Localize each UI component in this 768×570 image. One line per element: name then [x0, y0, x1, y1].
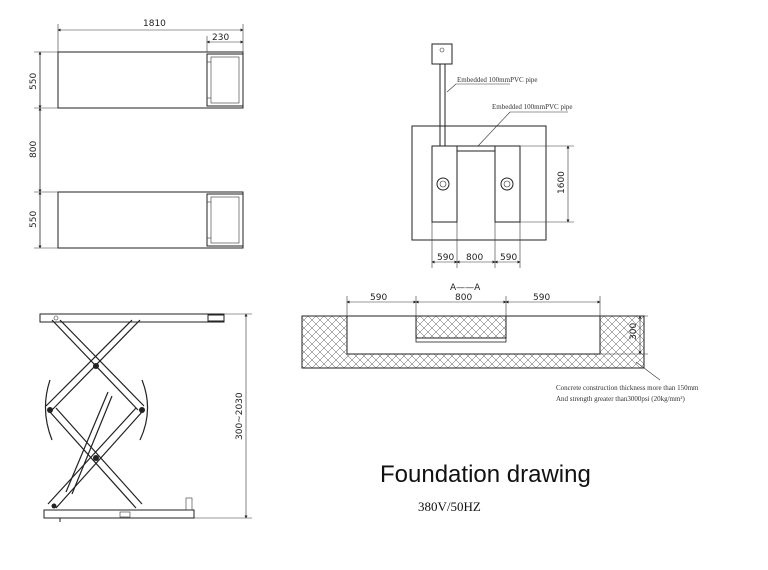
dim-overall-length: 1810: [143, 19, 166, 29]
section-depth: 300: [629, 323, 639, 340]
section-dim-mid: 800: [455, 293, 472, 303]
dim-platform-width-1: 550: [29, 73, 39, 90]
pit-right: [494, 145, 521, 223]
concrete-note-2: And strength greater than3000psi (20kg/m…: [556, 395, 686, 403]
dim-height-range: 300~2030: [235, 392, 245, 440]
dim-end-width: 230: [212, 33, 229, 43]
plan-dim-left: 590: [437, 253, 454, 263]
pipe-note-1: Embedded 100mmPVC pipe: [457, 76, 538, 84]
power-spec: 380V/50HZ: [418, 499, 481, 514]
drawing-title: Foundation drawing: [380, 461, 591, 488]
lift-base: [43, 509, 195, 519]
dim-pit-length: 1600: [557, 171, 567, 194]
pipe-note-2: Embedded 100mmPVC pipe: [492, 103, 573, 111]
plan-dim-right: 590: [500, 253, 517, 263]
platform-lower: [57, 191, 244, 249]
foundation-slab: [411, 125, 547, 241]
plan-view: Embedded 100mmPVC pipe Embedded 100mmPVC…: [411, 43, 574, 293]
control-box: [431, 43, 453, 65]
section-label: A——A: [450, 283, 481, 293]
dim-platform-width-2: 550: [29, 211, 39, 228]
side-view: 300~2030: [39, 313, 252, 522]
pit-left: [431, 145, 458, 223]
plan-dim-mid: 800: [466, 253, 483, 263]
section-dim-left: 590: [370, 293, 387, 303]
section-dim-right: 590: [533, 293, 550, 303]
dim-gap: 800: [29, 141, 39, 158]
top-view: 1810 230 550 800 550: [29, 19, 244, 249]
concrete-note-1: Concrete construction thickness more tha…: [556, 384, 699, 392]
platform-upper: [57, 51, 244, 109]
section-view: 590 800 590 300 Concrete construction th…: [301, 293, 699, 403]
